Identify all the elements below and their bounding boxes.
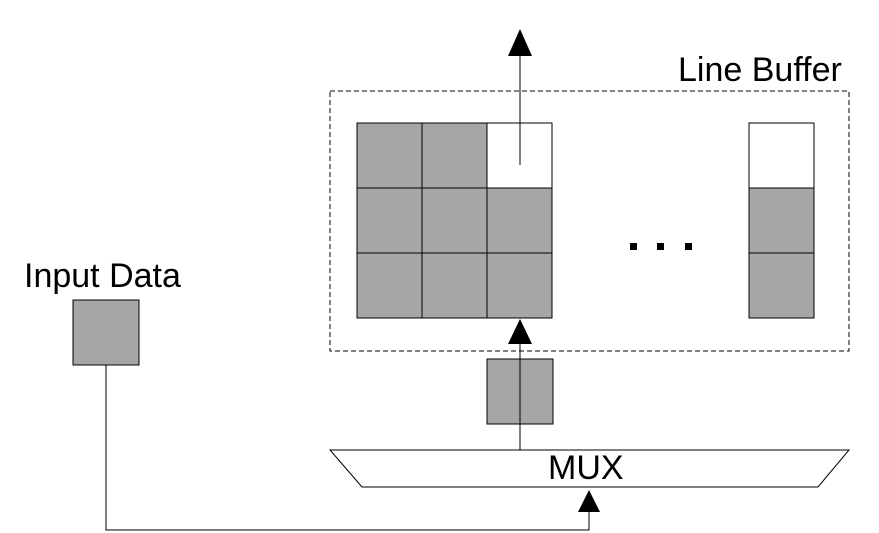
line-buffer-grid	[356, 122, 553, 319]
line-buffer-label: Line Buffer	[678, 51, 842, 89]
mux-block	[328, 449, 851, 488]
mux-input-arrowhead	[578, 490, 600, 512]
buffer-cell-r2-c1	[356, 187, 423, 254]
buffer-cell-r2-c2	[421, 187, 488, 254]
buffer-input-arrowhead	[508, 319, 532, 344]
buffer-cell-r1-c2	[421, 122, 488, 189]
buffer-cell-r1-c1	[356, 122, 423, 189]
last-column-cell-3	[748, 252, 815, 319]
mux-label: MUX	[548, 449, 624, 487]
last-column-cell-2	[748, 187, 815, 254]
input-data-block	[72, 299, 140, 366]
line-buffer-container	[329, 90, 850, 352]
input-to-mux-wire	[105, 365, 590, 531]
buffer-output-arrowhead	[508, 29, 532, 56]
ellipsis-dots	[630, 243, 692, 250]
input-data-label: Input Data	[24, 257, 181, 295]
buffer-cell-r2-c3	[486, 187, 553, 254]
last-column-cell-1	[748, 122, 815, 189]
buffer-cell-r3-c2	[421, 252, 488, 319]
buffer-cell-r3-c3	[486, 252, 553, 319]
line-buffer-last-column	[748, 122, 815, 319]
buffer-cell-r3-c1	[356, 252, 423, 319]
